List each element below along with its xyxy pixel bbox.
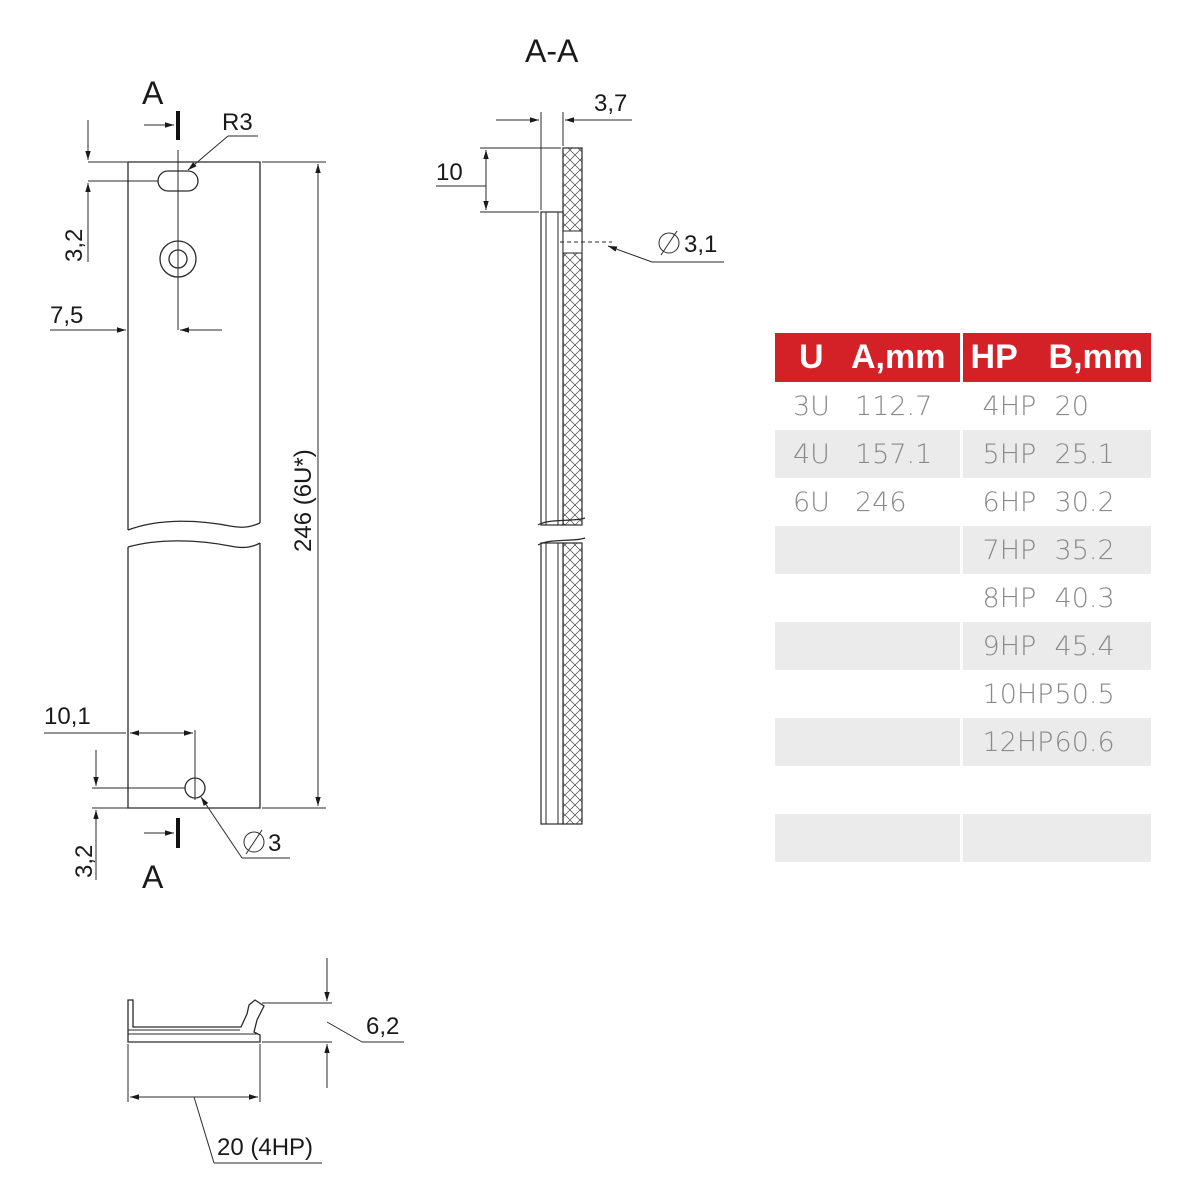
table-row: 9HP 45.4 [775,622,1151,670]
section-label-bottom: A [142,859,164,895]
table-header-row: U A,mm HP B,mm [775,333,1151,382]
cell-b: 60.6 [1054,726,1115,758]
dim-thickness-label: 3,7 [594,90,627,117]
table-cell-u-a [775,622,960,670]
section-break-upper [537,517,586,526]
diameter-icon [243,829,265,855]
table-cell-u-a [775,670,960,718]
table-cell-u-a [775,574,960,622]
cell-b: 30.2 [1054,486,1115,518]
panel-outline-upper [127,161,261,530]
dim-depth-label: 10 [436,159,463,186]
section-label-top: A [142,75,164,111]
cell-hp: 12HP [982,726,1054,758]
table-cell-hp-b: 8HP 40.3 [963,574,1151,622]
hole-diameter-leader [200,796,243,859]
table-cell-u-a [775,526,960,574]
section-plate-lower [540,542,564,825]
section-hatch-upper [562,147,583,526]
cell-b: 35.2 [1054,534,1115,566]
table-cell-hp-b: 4HP 20 [963,382,1151,430]
dim-bottom-hole-x-label: 10,1 [44,703,91,730]
table-cell-hp-b [963,766,1151,814]
table-cell-u-a [775,766,960,814]
dim-bottom-offset-label: 3,2 [71,845,98,878]
cell-b: 45.4 [1054,630,1115,662]
table-cell-u-a: 6U 246 [775,478,960,526]
table-row: 8HP 40.3 [775,574,1151,622]
cell-hp: 4HP [982,390,1037,422]
cell-a: 157.1 [855,438,933,470]
header-cell-hp-b: HP B,mm [962,333,1151,382]
table-body: 3U 112.7 4HP 20 4U 157.1 5HP 25.1 6U 246 6HP 30.2 7H… [775,382,1151,862]
section-hatch-lower [562,542,583,825]
header-b: B,mm [1048,338,1143,376]
table-cell-u-a [775,718,960,766]
radius-label: R3 [222,109,253,136]
cell-hp: 7HP [982,534,1037,566]
cell-u: 3U [793,390,830,422]
cell-hp: 9HP [982,630,1037,662]
header-a: A,mm [851,338,946,376]
dim-hole-x-label: 7,5 [50,302,83,329]
dim-profile-w-leader [193,1096,215,1164]
spec-table: U A,mm HP B,mm 3U 112.7 4HP 20 4U 157.1 5HP 25.… [775,333,1151,862]
table-cell-hp-b: 9HP 45.4 [962,622,1151,670]
cell-hp: 5HP [982,438,1037,470]
table-row: 3U 112.7 4HP 20 [775,382,1151,430]
cell-a: 246 [855,486,907,518]
section-title: A-A [525,33,579,69]
table-row [775,766,1151,814]
header-cell-u-a: U A,mm [775,333,960,382]
header-u: U [799,338,824,376]
table-row: 6U 246 6HP 30.2 [775,478,1151,526]
cell-u: 4U [793,438,830,470]
dim-top-offset-label: 3,2 [61,229,88,262]
dim-profile-h-leader [326,1021,363,1043]
cell-b: 40.3 [1054,582,1115,614]
table-cell-u-a [775,814,960,862]
panel-break-line-upper [127,520,261,531]
radius-leader [187,135,229,171]
table-cell-u-a: 4U 157.1 [775,430,960,478]
section-hole-leader [607,245,653,263]
table-cell-u-a: 3U 112.7 [775,382,960,430]
table-row: 7HP 35.2 [775,526,1151,574]
cell-b: 25.1 [1054,438,1115,470]
header-hp: HP [970,338,1018,376]
profile-outline [127,999,265,1043]
panel-break-line-lower [127,540,261,549]
dim-section-hole-label: 3,1 [684,231,717,258]
cell-a: 112.7 [855,390,933,422]
dim-hole-diameter-label: 3 [268,830,281,857]
table-cell-hp-b: 5HP 25.1 [962,430,1151,478]
section-plate-upper [540,211,564,526]
cell-hp: 8HP [982,582,1037,614]
cell-u: 6U [793,486,830,518]
dim-profile-width-label: 20 (4HP) [217,1134,313,1161]
section-break-lower [537,537,586,546]
section-hole [562,230,583,254]
cell-b: 20 [1054,390,1089,422]
profile-view: 6,2 20 (4HP) [127,958,404,1164]
cell-hp: 10HP [982,678,1054,710]
dim-profile-height-label: 6,2 [366,1013,399,1040]
diameter-icon [658,230,680,256]
dim-height-label: 246 (6U*) [290,449,317,552]
table-cell-hp-b [962,814,1151,862]
table-cell-hp-b: 6HP 30.2 [963,478,1151,526]
cell-b: 50.5 [1054,678,1115,710]
table-row: 4U 157.1 5HP 25.1 [775,430,1151,478]
front-view: A A R3 3,2 7,5 246 (6U*) 10,1 [44,75,326,895]
cell-hp: 6HP [982,486,1037,518]
panel-outline-lower [127,543,261,809]
section-view: A-A 3,7 10 3, [436,33,724,825]
table-row [775,814,1151,862]
table-cell-hp-b: 7HP 35.2 [962,526,1151,574]
